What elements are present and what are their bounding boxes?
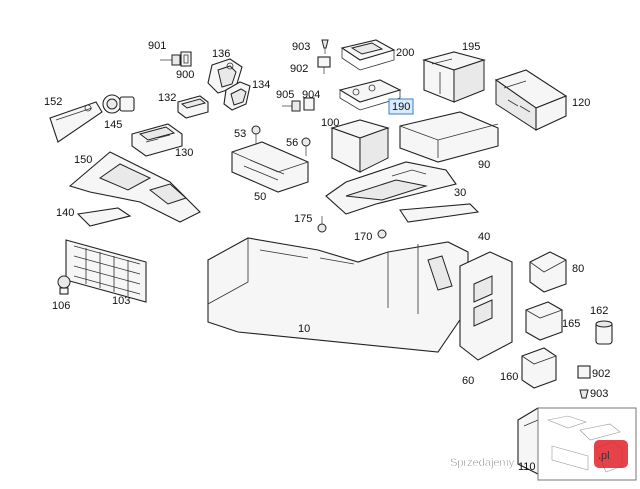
label-130: 130 <box>175 147 193 159</box>
part-152-trim-strip <box>49 101 103 143</box>
label-90: 90 <box>478 159 490 171</box>
part-90-armrest <box>399 111 499 163</box>
part-53-screw <box>251 125 261 144</box>
label-152: 152 <box>44 96 62 108</box>
part-162-socket <box>595 320 613 345</box>
part-903-clip-bottom <box>579 389 589 399</box>
part-140-mat <box>76 207 132 227</box>
label-903b: 903 <box>590 388 608 400</box>
part-103-mesh-net <box>65 239 147 303</box>
part-160-bin <box>521 347 557 389</box>
part-130-storage-insert <box>131 123 183 157</box>
label-140: 140 <box>56 207 74 219</box>
label-190: 190 <box>392 101 410 113</box>
label-50: 50 <box>254 191 266 203</box>
label-40: 40 <box>478 231 490 243</box>
highlight-box <box>388 98 414 115</box>
label-902b: 902 <box>592 368 610 380</box>
part-50-storage-tray <box>231 141 309 193</box>
part-106-plug <box>57 275 71 295</box>
part-902-clip-top <box>317 56 331 74</box>
label-195: 195 <box>462 41 480 53</box>
label-80: 80 <box>572 263 584 275</box>
label-903a: 903 <box>292 41 310 53</box>
label-162: 162 <box>590 305 608 317</box>
label-145: 145 <box>104 119 122 131</box>
watermark-suffix: .pl <box>598 450 610 462</box>
label-175: 175 <box>294 213 312 225</box>
part-170-screw <box>377 229 387 239</box>
label-900: 900 <box>176 69 194 81</box>
label-10: 10 <box>298 323 310 335</box>
label-120: 120 <box>572 97 590 109</box>
label-905: 905 <box>276 89 294 101</box>
part-100-cup-box <box>330 119 390 173</box>
part-903-clip-top <box>321 39 329 54</box>
part-30-console-frame <box>325 161 457 215</box>
part-904-fastener <box>303 97 315 111</box>
part-120-rear-tray <box>494 69 568 131</box>
label-136: 136 <box>212 48 230 60</box>
part-200-bezel <box>340 39 396 71</box>
part-175-screw <box>317 216 327 233</box>
watermark-brand: Sprzedajemy <box>450 457 515 469</box>
label-150: 150 <box>74 154 92 166</box>
label-53: 53 <box>234 128 246 140</box>
label-165: 165 <box>562 318 580 330</box>
part-195-cup-holder <box>422 51 486 103</box>
label-56: 56 <box>286 137 298 149</box>
label-160: 160 <box>500 371 518 383</box>
part-40-pad <box>399 203 480 223</box>
label-30: 30 <box>454 187 466 199</box>
label-60: 60 <box>462 375 474 387</box>
watermark-badge <box>594 440 628 468</box>
part-150-shifter-trim <box>68 151 201 223</box>
label-902a: 902 <box>290 63 308 75</box>
part-900-clip <box>180 51 192 67</box>
label-134: 134 <box>252 79 270 91</box>
part-165-box <box>525 301 563 341</box>
part-905-fastener <box>282 100 301 112</box>
label-200: 200 <box>396 47 414 59</box>
label-103: 103 <box>112 295 130 307</box>
part-145-round-button <box>102 94 135 114</box>
part-190-switch-panel <box>338 79 402 111</box>
label-110: 110 <box>518 461 536 473</box>
part-10-console-body <box>207 237 469 353</box>
part-134-switch <box>223 81 251 111</box>
highlight-label-190 <box>388 98 414 115</box>
label-132: 132 <box>158 92 176 104</box>
part-132-small-tray <box>177 95 209 119</box>
part-80-cup-insert <box>529 251 567 293</box>
label-100: 100 <box>321 117 339 129</box>
part-901-screw <box>160 54 181 66</box>
label-106: 106 <box>52 300 70 312</box>
part-902-clip-bottom <box>577 365 591 379</box>
part-136-connector <box>207 58 243 94</box>
part-number-labels: 901 900 136 134 152 145 132 130 903 902 200 195 905 9… <box>44 40 610 473</box>
part-60-side-panel <box>459 251 513 361</box>
watermark: Sprzedajemy .pl <box>450 440 628 469</box>
part-56-screw <box>301 137 311 156</box>
label-901: 901 <box>148 40 166 52</box>
label-170: 170 <box>354 231 372 243</box>
label-904: 904 <box>302 89 320 101</box>
